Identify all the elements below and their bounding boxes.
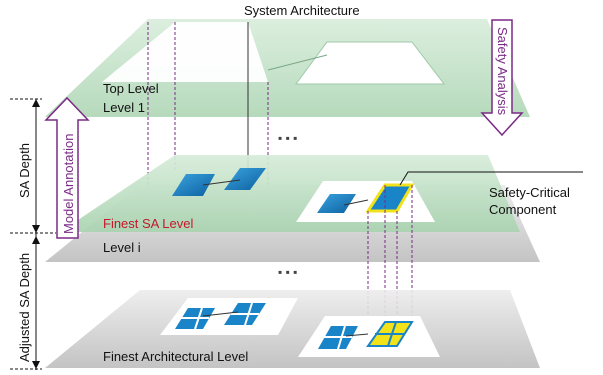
component-connector: [202, 311, 239, 317]
finest-sa-label: Finest SA Level: [103, 216, 193, 231]
top-level-box: [102, 22, 268, 82]
component: [172, 174, 215, 196]
diagram-title: System Architecture: [244, 3, 360, 18]
model-annotation-label: Model Annotation: [61, 134, 76, 234]
safety-critical-grid-component: [366, 321, 414, 347]
ellipsis-bottom: ▪ ▪ ▪: [278, 265, 297, 279]
component: [317, 194, 356, 213]
grid-component: [224, 302, 266, 326]
component: [224, 168, 266, 190]
grid-component: [175, 307, 215, 330]
sa-depth-label: SA Depth: [17, 143, 32, 198]
callout-line2: Component: [489, 202, 557, 217]
component-connector: [343, 199, 369, 206]
top-right-box: [295, 41, 446, 85]
ellipsis-top: ▪ ▪ ▪: [278, 131, 297, 145]
component-connector: [345, 333, 369, 337]
adjusted-sa-depth-label: Adjusted SA Depth: [17, 253, 32, 362]
level-1-label: Level 1: [103, 100, 145, 115]
top-connector: [267, 54, 328, 71]
callout-line: [399, 171, 583, 186]
component-connector: [202, 179, 241, 186]
level-i-label: Level i: [103, 240, 141, 255]
grid-component: [318, 325, 358, 350]
safety-analysis-arrow: [480, 19, 524, 137]
finest-arch-label: Finest Architectural Level: [103, 349, 248, 364]
safety-analysis-label: Safety Analysis: [495, 27, 510, 116]
callout-line1: Safety-Critical: [489, 185, 570, 200]
model-annotation-arrow: [44, 96, 90, 239]
top-level-label: Top Level: [103, 81, 159, 96]
